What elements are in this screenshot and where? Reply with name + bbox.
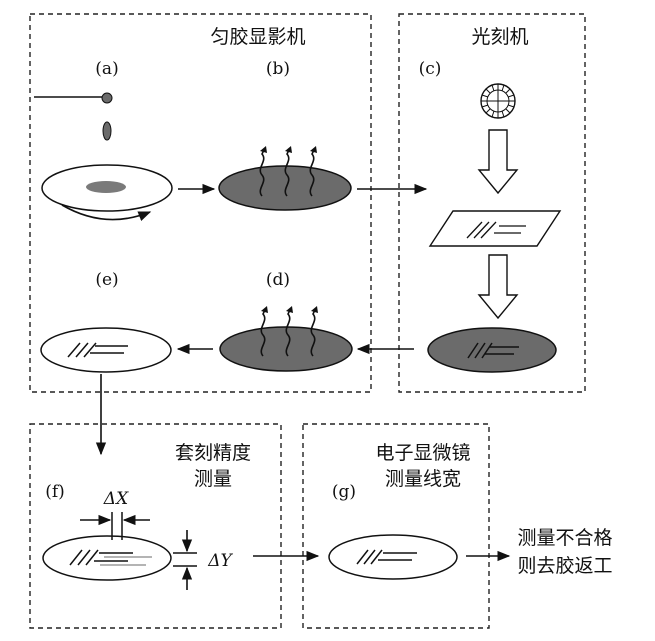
step-label-d: (d) (266, 270, 290, 290)
delta-y-marker (173, 530, 197, 590)
sem-title-line2: 测量线宽 (385, 468, 461, 490)
delta-x-label: ΔX (103, 489, 129, 509)
result-line1: 测量不合格 (517, 527, 612, 549)
post-exposure-heat-waves (260, 306, 318, 357)
step-label-g: (g) (332, 482, 356, 502)
exposure-arrow-lower (477, 254, 519, 320)
light-source-icon (480, 83, 516, 119)
sem-wafer (328, 534, 458, 580)
overlay-measurement-box (29, 423, 282, 629)
overlay-title-line2: 测量 (194, 468, 232, 490)
step-label-f: (f) (45, 482, 65, 502)
step-label-c: (c) (419, 59, 442, 79)
step-label-a: (a) (95, 59, 118, 79)
delta-y-label: ΔY (207, 551, 233, 571)
coater-developer-title: 匀胶显影机 (210, 26, 305, 48)
result-line2: 则去胶返工 (517, 555, 612, 577)
resist-puddle (86, 181, 126, 193)
overlay-title-line1: 套刻精度 (175, 442, 251, 464)
exposed-wafer (427, 327, 557, 373)
stepper-box (398, 13, 586, 393)
exposure-arrow-upper (477, 129, 519, 195)
photomask (428, 210, 562, 247)
developed-wafer (40, 327, 172, 373)
sem-title-line1: 电子显微镜 (375, 442, 470, 464)
stepper-title: 光刻机 (471, 26, 528, 48)
rotation-arrow (61, 204, 152, 222)
step-label-b: (b) (266, 59, 290, 79)
bake-heat-waves (259, 146, 317, 197)
coated-wafer-bake (218, 165, 352, 211)
step-label-e: (e) (95, 270, 118, 290)
delta-x-marker (80, 512, 150, 540)
sem-measurement-box (302, 423, 490, 629)
overlay-wafer (42, 535, 172, 581)
spin-coat-nozzle (34, 92, 113, 104)
resist-droplet (102, 121, 112, 141)
